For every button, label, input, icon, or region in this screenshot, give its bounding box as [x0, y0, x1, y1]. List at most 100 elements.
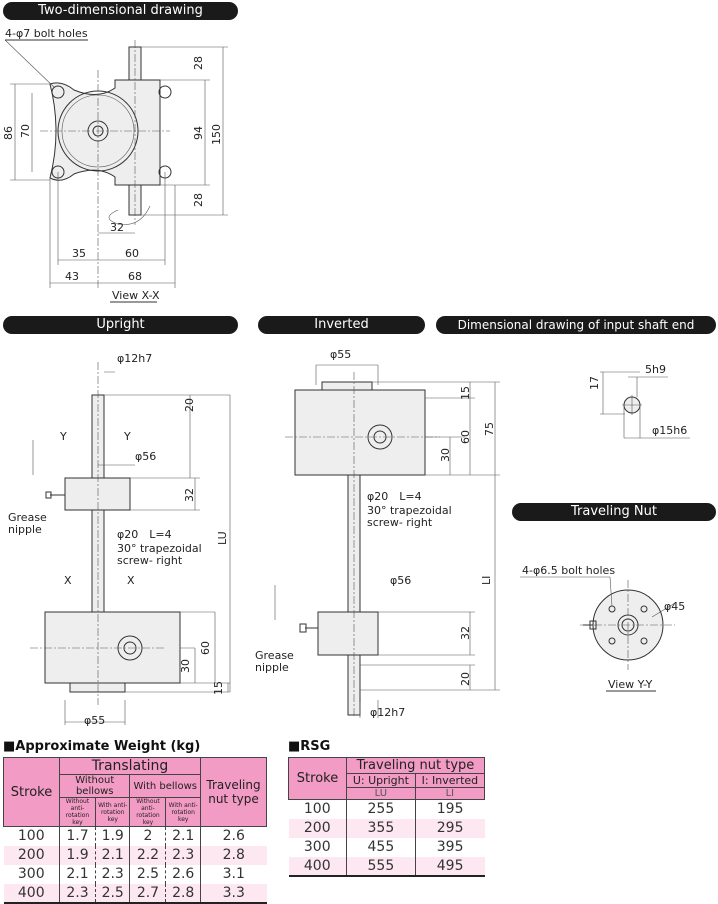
col-inverted: I: Inverted	[414, 773, 486, 788]
col-without-bellows: Without bellows	[58, 774, 131, 798]
header-shaft-end: Dimensional drawing of input shaft end	[436, 316, 716, 334]
dim-55: φ55	[330, 348, 351, 361]
table-cell: 2.1	[165, 826, 201, 846]
weight-table: Stroke Translating Traveling nut type Wi…	[3, 757, 267, 904]
screw-spec-3: screw- right	[117, 554, 183, 567]
table-cell: 555	[346, 856, 416, 876]
table-cell: 300	[303, 839, 331, 855]
dim-60: 60	[125, 247, 139, 260]
dim-70: 70	[19, 124, 32, 138]
table-cell: 2.6	[165, 864, 201, 884]
col-nut-type: Traveling nut type	[346, 757, 485, 774]
view-y-y-label: View Y-Y	[608, 678, 653, 691]
dim-5h9: 5h9	[645, 363, 666, 376]
table-cell: 2.6	[200, 826, 267, 846]
dim-32: 32	[183, 488, 196, 502]
table-cell: 2.8	[165, 883, 201, 903]
dim-94: 94	[192, 126, 205, 140]
dim-150: 150	[210, 124, 223, 145]
section-y-left: Y	[59, 430, 67, 443]
dim-45: φ45	[664, 600, 685, 613]
table-cell: 355	[346, 818, 416, 838]
table-cell: 2.5	[129, 864, 166, 884]
col-without-key-2: Without anti-rotation key	[129, 797, 167, 827]
header-inverted: Inverted	[258, 316, 425, 334]
dim-30: 30	[179, 659, 192, 673]
bolt-holes-label: 4-φ7 bolt holes	[5, 27, 88, 40]
table-cell: 1.9	[59, 845, 96, 865]
table-cell: 3.3	[200, 883, 267, 903]
table-cell: 1.9	[94, 826, 130, 846]
section-x-left: X	[64, 574, 72, 587]
shaft-end-drawing: 17 5h9 φ15h6	[588, 363, 690, 439]
table-cell: 2.1	[59, 864, 96, 884]
dim-86: 86	[2, 126, 15, 140]
table-cell: 295	[414, 818, 485, 838]
section-y-right: Y	[123, 430, 131, 443]
table-cell: 100	[303, 801, 331, 818]
col-lu: LU	[346, 787, 416, 800]
table-cell: 1.7	[59, 826, 96, 846]
table-cell: 2.5	[94, 883, 130, 903]
col-nut-type: Traveling nut type	[200, 757, 267, 827]
dim-35: 35	[72, 247, 86, 260]
table-cell: 200	[288, 818, 347, 838]
dim-43: 43	[65, 270, 79, 283]
col-without-key: Without anti-rotation key	[59, 797, 96, 827]
col-with-key: With anti-rotation key	[94, 797, 131, 827]
dim-60: 60	[459, 430, 472, 444]
dim-56: φ56	[135, 450, 156, 463]
rsg-table: Stroke Traveling nut type U: Upright I: …	[288, 757, 486, 877]
table-cell: 300	[17, 866, 45, 882]
upright-drawing: φ12h7 20 Y Y φ56 32 Grease nipple φ20 L=…	[8, 352, 231, 727]
table-cell: 195	[414, 799, 485, 819]
dim-75: 75	[483, 422, 496, 436]
col-stroke: Stroke	[288, 757, 347, 800]
col-translating: Translating	[59, 757, 201, 775]
dim-15: 15	[459, 386, 472, 400]
dim-56: φ56	[390, 574, 411, 587]
col-li: LI	[414, 787, 486, 800]
screw-spec-2: 30° trapezoidal	[367, 504, 452, 517]
dim-shaft-12h7: φ12h7	[117, 352, 152, 365]
dim-60: 60	[199, 641, 212, 655]
col-stroke: Stroke	[3, 757, 60, 827]
dim-shaft-12h7: φ12h7	[370, 706, 405, 719]
table-cell: 395	[414, 837, 485, 857]
grease-nipple-label-2: nipple	[8, 523, 42, 536]
inverted-drawing: φ55 15 75 60 30 φ20 L=4 30° trapezoidal …	[255, 293, 500, 719]
grease-nipple-label-2: nipple	[255, 661, 289, 674]
dim-28-bottom: 28	[192, 193, 205, 207]
table-cell: 2.8	[200, 845, 267, 865]
weight-table-title: ■Approximate Weight (kg)	[3, 739, 201, 754]
dim-68: 68	[128, 270, 142, 283]
table-cell: 200	[3, 845, 60, 865]
table-cell: 2.3	[94, 864, 130, 884]
section-x-right: X	[127, 574, 135, 587]
screw-spec: φ20 L=4	[367, 490, 422, 503]
table-cell: 2.2	[129, 845, 166, 865]
table-cell: 2	[129, 826, 166, 846]
screw-spec: φ20 L=4	[117, 528, 172, 541]
rsg-table-title: ■RSG	[288, 739, 331, 754]
view-x-x-label: View X-X	[112, 289, 160, 302]
col-upright: U: Upright	[346, 773, 416, 788]
dim-28-top: 28	[192, 56, 205, 70]
table-cell: 2.7	[129, 883, 166, 903]
table-cell: 2.1	[94, 845, 130, 865]
dim-lu: LU	[216, 531, 229, 545]
table-cell: 3.1	[200, 864, 267, 884]
table-cell: 455	[346, 837, 416, 857]
col-with-key-2: With anti-rotation key	[165, 797, 201, 827]
table-cell: 100	[17, 828, 45, 845]
dim-15h6: φ15h6	[652, 424, 687, 437]
dim-20: 20	[183, 398, 196, 412]
technical-drawings: 4-φ7 bolt holes 86 70 94 150 28 28 32 35…	[2, 27, 690, 727]
screw-spec-3: screw- right	[367, 516, 433, 529]
